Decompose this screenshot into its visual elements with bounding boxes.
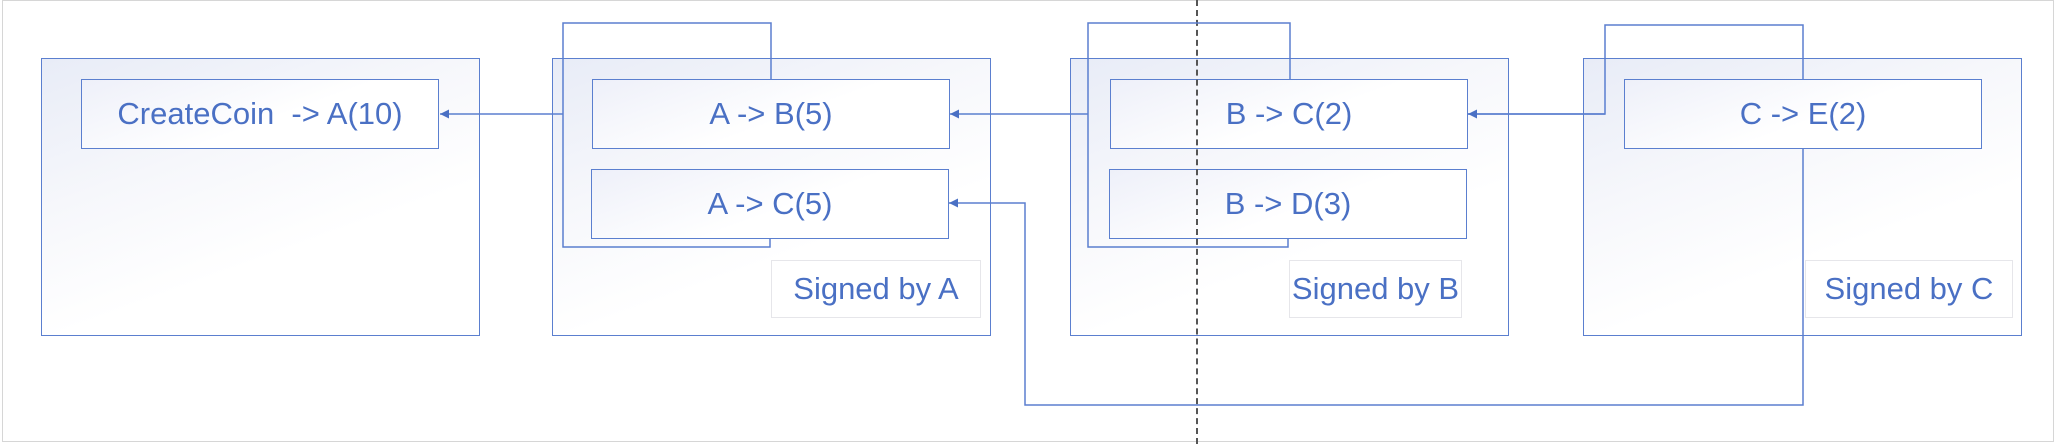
tx-c-to-e: C -> E(2) <box>1624 79 1982 149</box>
signature-c: Signed by C <box>1805 260 2013 318</box>
tx-a-to-b: A -> B(5) <box>592 79 950 149</box>
tx-b-to-d: B -> D(3) <box>1109 169 1467 239</box>
tx-a-to-c: A -> C(5) <box>591 169 949 239</box>
divider-line <box>1196 0 1198 444</box>
tx-createcoin-a: CreateCoin -> A(10) <box>81 79 439 149</box>
tx-b-to-c: B -> C(2) <box>1110 79 1468 149</box>
signature-a: Signed by A <box>771 260 981 318</box>
signature-b: Signed by B <box>1289 260 1462 318</box>
